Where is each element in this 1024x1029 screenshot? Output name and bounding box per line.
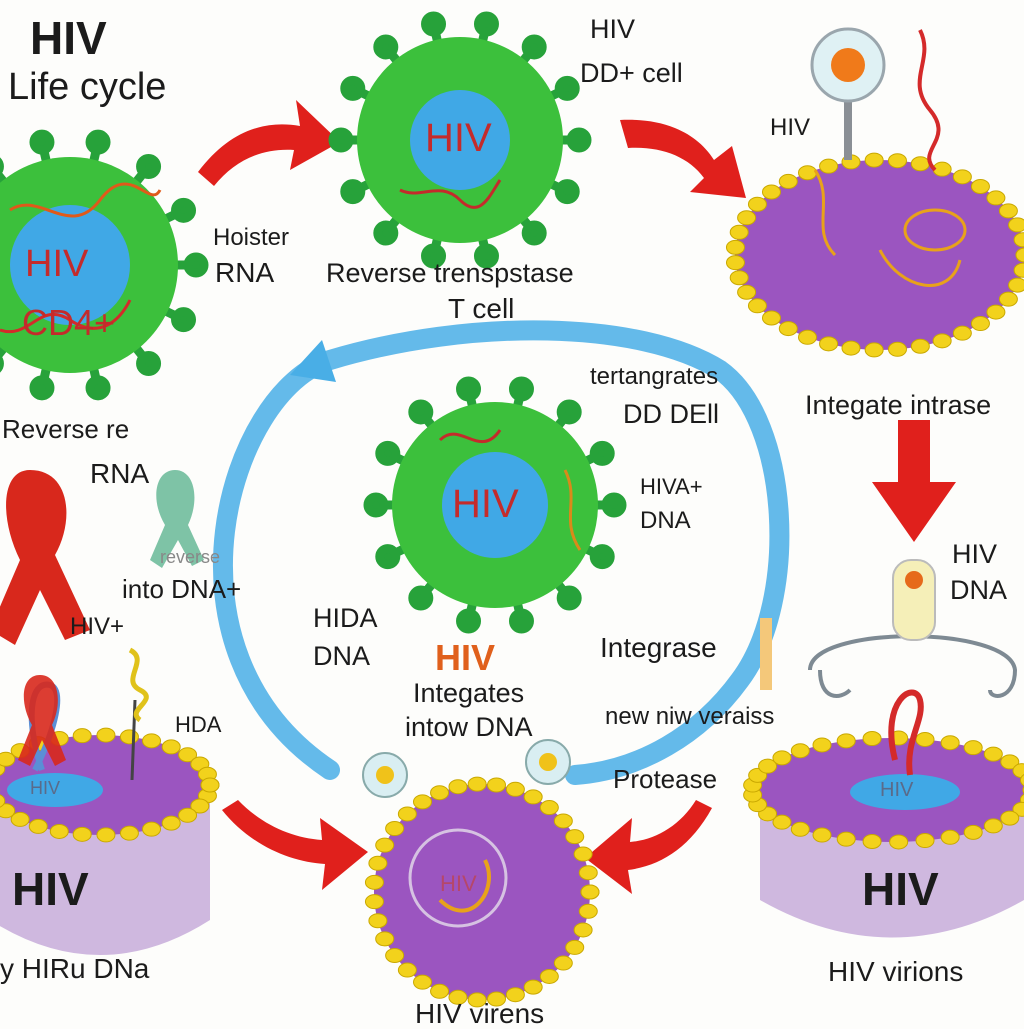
hiv-virus-icon <box>0 129 209 401</box>
cell-label-bottom-right: HIV <box>880 779 914 801</box>
label-hiv-dna-right-2: DNA <box>950 575 1008 605</box>
label-hiv-center-red: HIV <box>435 637 496 678</box>
label-hiv-plus: HIV+ <box>70 613 125 640</box>
label-dd-dell: DD DEll <box>623 399 720 429</box>
label-hda: HDA <box>175 712 222 737</box>
cell-label-bottom: HIV <box>440 871 477 896</box>
label-hiv-receptor: HIV <box>770 114 811 141</box>
label-dna-center-left: DNA <box>313 641 371 671</box>
virus-label-top: HIV <box>425 116 492 160</box>
label-integrate-intrase: Integate intrase <box>805 390 992 420</box>
label-hiv-bottom-left: HIV <box>12 863 89 915</box>
label-hiva-plus: HIVA+ <box>640 474 703 499</box>
hiv-virus-icon <box>363 376 627 634</box>
virus-label-center: HIV <box>452 482 519 526</box>
label-reverse-transcriptase: Reverse trenspstase <box>326 258 574 288</box>
label-t-cell: T cell <box>448 293 515 324</box>
cycle-arrow-icon <box>212 320 790 785</box>
hiv-virus-icon <box>328 11 592 269</box>
rna-strand-icon <box>760 618 772 690</box>
label-integates: Integates <box>413 678 525 708</box>
label-hoister: Hoister <box>213 224 290 251</box>
label-hida: HIDA <box>313 603 378 633</box>
label-dna-center-right: DNA <box>640 507 691 534</box>
label-hiv-dna-right-1: HIV <box>952 539 998 569</box>
red-arrow-icon <box>198 100 956 894</box>
virus-label-left-hiv: HIV <box>25 243 89 285</box>
virus-label-left-cd4: CD4+ <box>22 302 116 343</box>
title-life-cycle: Life cycle <box>8 66 167 108</box>
label-top-right-hiv: HIV <box>590 14 636 44</box>
host-cell-icon <box>725 27 1024 358</box>
host-cell-icon <box>362 739 600 1008</box>
label-rna-left: RNA <box>90 458 150 489</box>
label-rna: RNA <box>215 257 275 288</box>
label-reverse-re: Reverse re <box>2 414 130 444</box>
cell-label-bottom-left: HIV <box>30 778 61 798</box>
host-cell-icon <box>743 559 1024 938</box>
host-cell-icon <box>0 647 220 955</box>
label-hiv-virions: HIV virions <box>828 956 964 987</box>
label-reverse-faint: reverse <box>160 547 221 567</box>
label-new-virus: new niw veraiss <box>605 703 775 730</box>
label-integrase: Integrase <box>600 632 717 663</box>
awareness-ribbon-icon <box>0 470 204 766</box>
label-protease: Protease <box>613 764 718 794</box>
label-top-right-cell: DD+ cell <box>580 58 683 88</box>
label-hiv-bottom-right: HIV <box>862 863 939 915</box>
label-intow-dna: intow DNA <box>405 712 533 742</box>
title-hiv: HIV <box>30 12 107 64</box>
label-tertangrates: tertangrates <box>590 363 719 390</box>
label-hiru-dna: y HIRu DNa <box>0 953 150 984</box>
label-into-dna: into DNA+ <box>122 574 242 604</box>
label-hiv-virens: HIV virens <box>415 998 545 1029</box>
